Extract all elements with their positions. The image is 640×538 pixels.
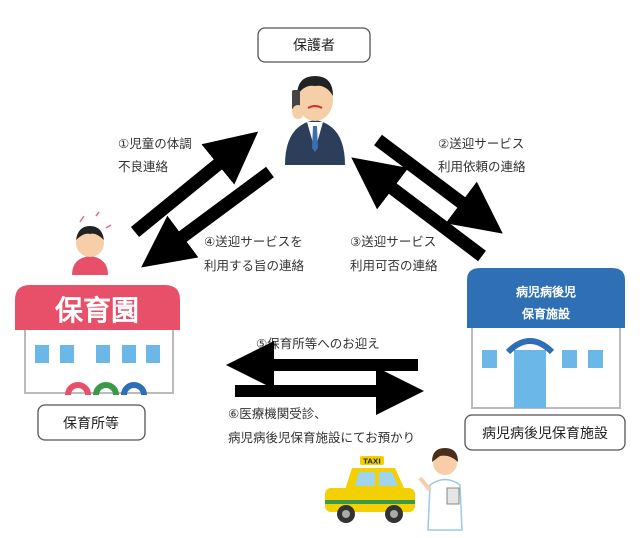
step6-line2: 病児病後児保育施設にてお預かり xyxy=(228,430,415,445)
facility-building-illustration: 病児病後児 保育施設 xyxy=(467,268,625,409)
step1-line2: 不良連絡 xyxy=(118,159,169,174)
nurse-illustration xyxy=(418,448,463,531)
nursery-node: 保育所等 xyxy=(37,404,146,441)
guardian-node: 保護者 xyxy=(257,27,371,63)
step1-line1: ①児童の体調 xyxy=(118,136,192,151)
arrow-step4 xyxy=(141,166,274,268)
guardian-person-illustration xyxy=(285,76,345,165)
step3-line1: ③送迎サービス xyxy=(350,234,436,249)
facility-sign-line2: 保育施設 xyxy=(521,306,571,321)
facility-node: 病児病後児保育施設 xyxy=(464,414,626,451)
step3-line2: 利用可否の連絡 xyxy=(350,258,438,273)
taxi-illustration: TAXI xyxy=(325,456,415,523)
nursery-label: 保育所等 xyxy=(63,415,119,432)
step4-line2: 利用する旨の連絡 xyxy=(204,258,305,273)
step2-line1: ②送迎サービス xyxy=(438,136,524,151)
guardian-label: 保護者 xyxy=(293,38,335,54)
facility-sign-line1: 病児病後児 xyxy=(516,284,576,299)
step4-line1: ④送迎サービスを xyxy=(204,234,303,249)
taxi-sign: TAXI xyxy=(363,458,381,466)
step2-line2: 利用依頼の連絡 xyxy=(438,159,526,174)
arrow-step2 xyxy=(374,134,503,234)
nursery-building-illustration: 保育園 xyxy=(15,285,180,396)
step6-line1: ⑥医療機関受診、 xyxy=(228,406,327,421)
nursery-sign: 保育園 xyxy=(55,294,139,327)
sick-child-illustration xyxy=(72,211,112,275)
facility-label: 病児病後児保育施設 xyxy=(482,426,608,442)
step5-label: ⑤保育所等へのお迎え xyxy=(256,336,380,351)
arrow-step3 xyxy=(351,157,486,262)
